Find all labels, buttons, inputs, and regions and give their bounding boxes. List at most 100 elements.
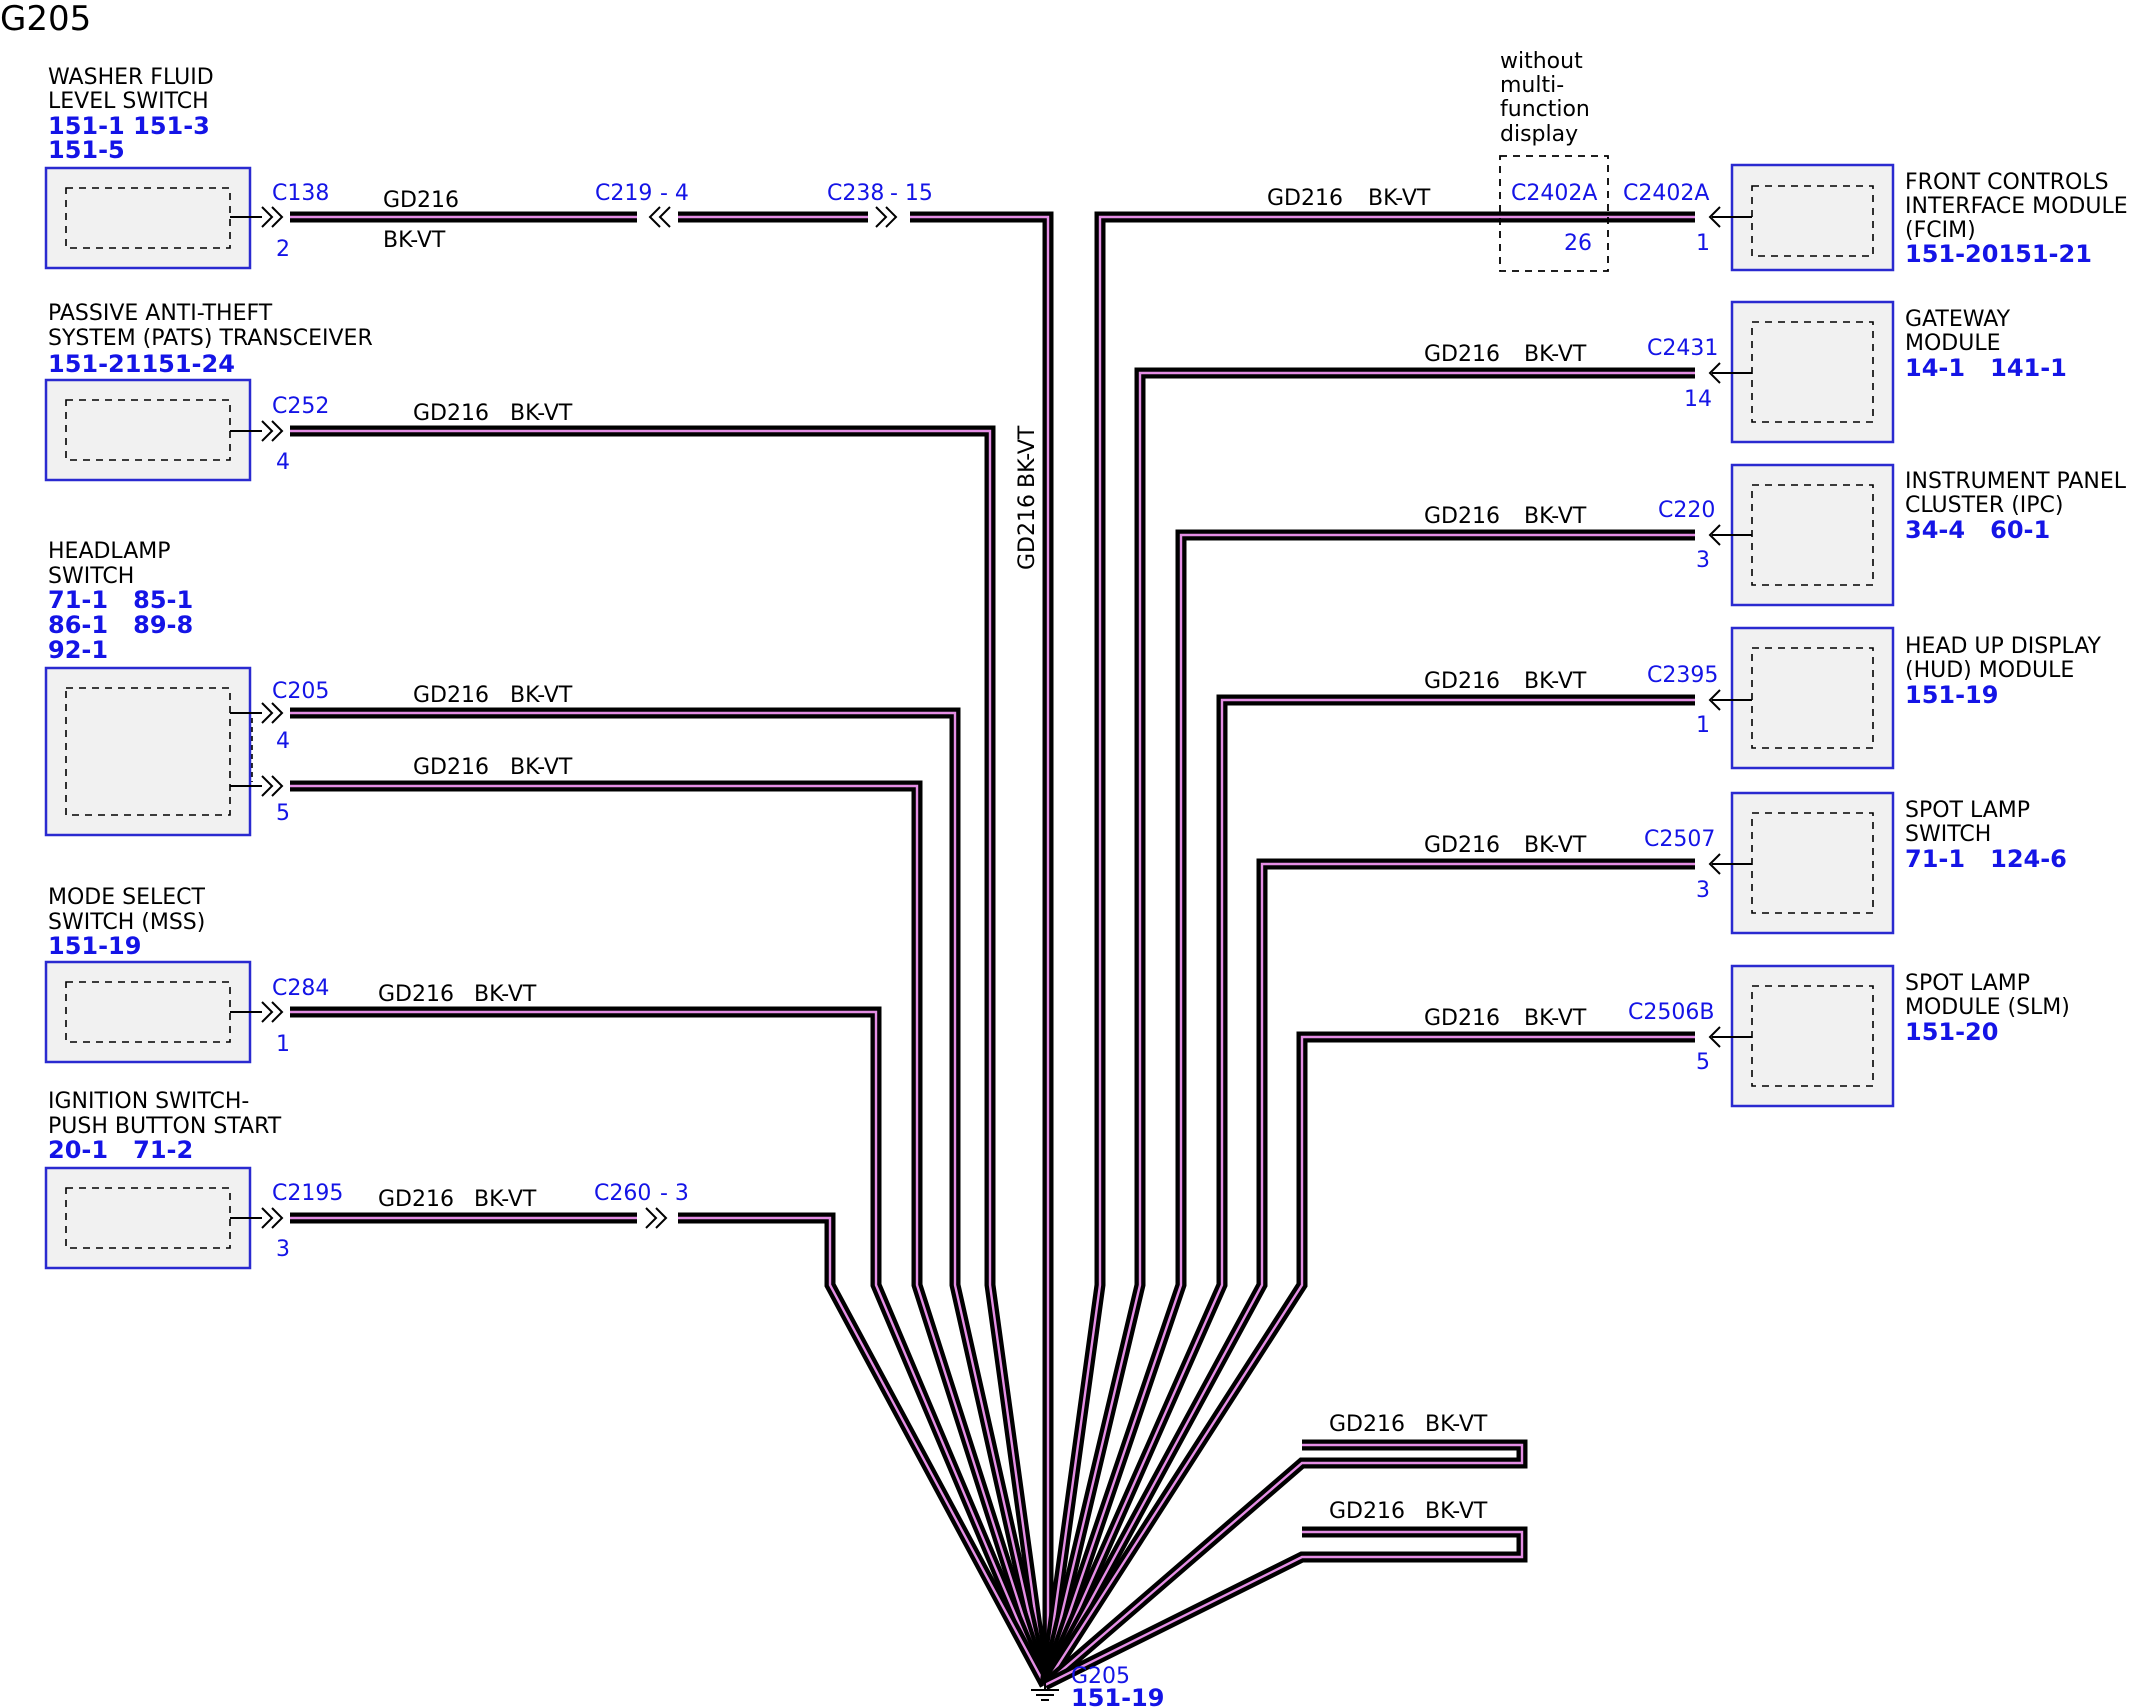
inline-connector-arrow [645,1207,668,1229]
component-box[interactable] [44,378,252,482]
component-box[interactable] [1730,300,1895,444]
component-label-line: HEAD UP DISPLAY [1905,634,2102,659]
wire-color-label: BK-VT [1368,186,1431,211]
component-box[interactable] [1730,791,1895,935]
pin-arrow [1708,524,1752,546]
vertical-wire-label: GD216 BK-VT [1015,425,1040,570]
connector-c205-pin-a: 4 [276,729,290,754]
component-ref: 151-1 151-3 [48,112,210,140]
connector-c2506b-pin: 5 [1696,1050,1710,1075]
wire-color-label: BK-VT [474,1187,537,1212]
wire-color-label: BK-VT [1524,833,1587,858]
option-note: without multi- function display [1500,49,1590,147]
connector-c2506b-label[interactable]: C2506B [1628,1000,1714,1025]
connector-c2431-pin: 14 [1684,387,1712,412]
option-note-line: display [1500,122,1578,147]
connector-c284-label[interactable]: C284 [272,976,329,1001]
connector-c2195-label[interactable]: C2195 [272,1181,343,1206]
component-washer-fluid-level-switch[interactable]: WASHER FLUID LEVEL SWITCH 151-1 151-3 15… [44,65,252,270]
pin-arrow [1708,689,1752,711]
connector-c2402a-label[interactable]: C2402A [1623,181,1709,206]
component-box[interactable] [1730,626,1895,770]
connector-c2431-label[interactable]: C2431 [1647,336,1718,361]
component-box[interactable] [1730,463,1895,607]
component-box[interactable] [1730,964,1895,1108]
component-box[interactable] [1730,163,1895,272]
component-label-line: PUSH BUTTON START [48,1114,282,1139]
option-note-line: multi- [1500,73,1564,98]
wire-harness [290,211,1695,1690]
component-label-line: INSTRUMENT PANEL [1905,469,2127,494]
component-label-line: MODULE (SLM) [1905,995,2070,1020]
inline-connector-arrow [875,206,898,228]
connector-c205-label[interactable]: C205 [272,679,329,704]
component-label-line: WASHER FLUID [48,65,214,90]
component-fcim[interactable]: FRONT CONTROLS INTERFACE MODULE (FCIM) 1… [1730,163,2128,272]
component-ref: 71-1 85-1 [48,586,193,614]
inline-connector-arrow [648,206,671,228]
component-inner-outline [65,687,231,816]
connector-c260-label[interactable]: C260 [594,1181,651,1206]
component-box[interactable] [44,960,252,1064]
component-label-line: (HUD) MODULE [1905,658,2074,683]
component-ref: 151-21151-24 [48,350,235,378]
component-head-up-display-module[interactable]: HEAD UP DISPLAY (HUD) MODULE 151-19 [1730,626,2102,770]
component-spot-lamp-switch[interactable]: SPOT LAMP SWITCH 71-1 124-6 [1730,791,2067,935]
component-ref: 92-1 [48,636,108,664]
connector-c138-label[interactable]: C138 [272,181,329,206]
component-label-line: SWITCH (MSS) [48,910,205,935]
component-box[interactable] [44,1166,252,1270]
component-label-line: INTERFACE MODULE [1905,194,2128,219]
connector-c2395-label[interactable]: C2395 [1647,663,1718,688]
component-inner-outline [1751,647,1874,749]
connector-c219-label[interactable]: C219 [595,181,652,206]
connector-c238-label[interactable]: C238 [827,181,884,206]
connector-c2507-label[interactable]: C2507 [1644,827,1715,852]
component-label-line: SPOT LAMP [1905,971,2030,996]
connector-c260-pin: - 3 [660,1181,689,1206]
wire-circuit-label: GD216 [1424,833,1500,858]
component-ref: 151-20151-21 [1905,240,2092,268]
wire-circuit-label: GD216 [1424,669,1500,694]
diagram-title: G205 [0,0,91,39]
component-box[interactable] [44,666,252,837]
component-ref: 151-5 [48,136,125,164]
component-spot-lamp-module[interactable]: SPOT LAMP MODULE (SLM) 151-20 [1730,964,2070,1108]
wire-circuit-label: GD216 [1015,494,1040,570]
component-ref: 34-4 60-1 [1905,516,2050,544]
component-label-line: (FCIM) [1905,218,1976,243]
component-label-line: SWITCH [1905,822,1991,847]
pin-arrow [230,206,284,228]
wire-color-label: BK-VT [510,755,573,780]
wire-circuit-label: GD216 [378,982,454,1007]
component-box[interactable] [44,166,252,270]
connector-c2195-pin: 3 [276,1237,290,1262]
connector-c220-label[interactable]: C220 [1658,498,1715,523]
component-instrument-panel-cluster[interactable]: INSTRUMENT PANEL CLUSTER (IPC) 34-4 60-1 [1730,463,2127,607]
connector-c2402a-inline-label[interactable]: C2402A [1511,181,1597,206]
wire-circuit-label: GD216 [413,755,489,780]
wire-color-label: BK-VT [383,228,446,253]
component-label-line: LEVEL SWITCH [48,89,209,114]
wire-color-label: BK-VT [1524,669,1587,694]
component-label-line: FRONT CONTROLS [1905,170,2109,195]
connector-c252-label[interactable]: C252 [272,394,329,419]
component-ref: 151-20 [1905,1018,1998,1046]
component-mode-select-switch[interactable]: MODE SELECT SWITCH (MSS) 151-19 [44,885,252,1064]
component-gateway-module[interactable]: GATEWAY MODULE 14-1 141-1 [1730,300,2067,444]
wire-color-label: BK-VT [1524,342,1587,367]
component-pats-transceiver[interactable]: PASSIVE ANTI-THEFT SYSTEM (PATS) TRANSCE… [44,301,373,482]
connector-c2402a-inline-pin: 26 [1564,231,1592,256]
component-inner-outline [65,399,231,461]
pin-arrow [1708,206,1752,228]
ground-g205[interactable]: G205 151-19 [1031,1664,1164,1708]
pin-arrow [1708,362,1752,384]
wire-color-label: BK-VT [510,401,573,426]
component-ref: 151-19 [48,932,141,960]
component-inner-outline [65,981,231,1043]
component-headlamp-switch[interactable]: HEADLAMP SWITCH 71-1 85-1 86-1 89-8 92-1 [44,539,253,837]
wire-color-label: BK-VT [1524,504,1587,529]
component-ignition-switch-push-button-start[interactable]: IGNITION SWITCH- PUSH BUTTON START 20-1 … [44,1089,282,1270]
connector-c252-pin: 4 [276,450,290,475]
component-label-line: PASSIVE ANTI-THEFT [48,301,273,326]
